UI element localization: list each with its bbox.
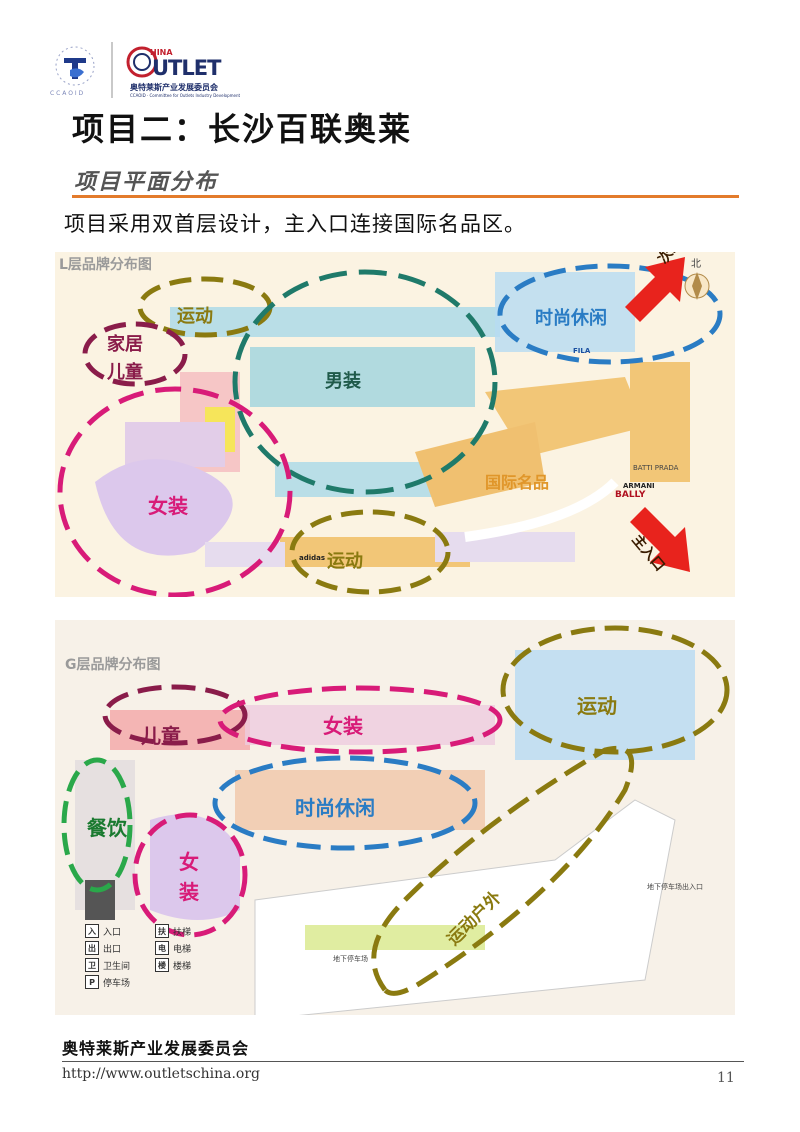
zone-label-men: 男装 [325,371,361,392]
north-label: 北 [691,259,701,270]
escalator-icon: 扶 [155,924,169,938]
parking-label: 地下停车场 [333,955,368,963]
brand-armani: ARMANI [623,482,655,490]
logo-en-text: CCAOID · Committee for Outlets Industry … [130,93,241,98]
elevator-icon: 电 [155,941,169,955]
brand-bally: BALLY [615,490,646,500]
parking-icon: P [85,975,99,989]
g-level-floor-plan-graphic [61,625,730,1015]
g-zone-label-kids: 儿童 [141,724,181,748]
intro-text: 项目采用双首层设计，主入口连接国际名品区。 [64,212,526,236]
legend-label: 电梯 [173,944,192,955]
l-level-floor-plan: L层品牌分布图 北 运动 家居 儿童 男装 时尚休闲 女装 国际名品 运动 次入… [55,252,735,597]
g-level-heading: G层品牌分布图 [65,657,161,673]
page-title: 项目二：长沙百联奥莱 [72,110,413,148]
zone-label-home: 家居 [107,334,143,355]
zone-label-sport-bottom: 运动 [327,551,363,572]
legend-row: 电电梯 [155,941,191,955]
logo-divider [111,42,113,98]
legend-label: 出口 [103,944,122,955]
page-number: 11 [717,1070,735,1086]
legend-row: 楼楼梯 [155,958,191,972]
ccaoid-logo-text: C C A O I D [50,90,84,97]
zone-label-kids: 儿童 [107,362,143,383]
zone-label-fashion: 时尚休闲 [535,308,607,329]
brand-adidas: adidas [299,554,326,562]
brand-fila-l: FILA [573,347,591,355]
g-zone-label-women-side-1: 女 [179,850,199,874]
g-zone-label-sport: 运动 [577,694,617,718]
g-zone-label-dining: 餐饮 [87,816,127,840]
map-legend-secondary: 扶扶梯 电电梯 楼楼梯 [155,924,191,975]
l-level-heading: L层品牌分布图 [59,257,152,273]
exit-icon: 出 [85,941,99,955]
legend-label: 停车场 [103,978,131,989]
legend-row: P 停车场 [85,975,130,989]
map-legend: 入入口 出出口 卫卫生间 P 停车场 [85,924,130,992]
g-zone-label-women-top: 女装 [323,714,363,738]
brand-batti-prada: BATTI PRADA [633,464,679,472]
legend-label: 入口 [103,927,122,938]
parking-exit-label: 地下停车场出入口 [647,883,703,891]
zone-label-sport-top: 运动 [177,306,213,327]
logo-super-text: HINA [150,48,173,57]
entrance-icon: 入 [85,924,99,938]
ccaoid-logo: C C A O I D [40,40,110,100]
g-zone-label-women-side-2: 装 [179,880,199,904]
restroom-icon: 卫 [85,958,99,972]
footer-url-link[interactable]: http://www.outletschina.org [62,1066,260,1082]
zone-label-luxury: 国际名品 [485,473,550,492]
legend-label: 扶梯 [173,927,192,938]
stairs-icon: 楼 [155,958,169,972]
legend-row: 卫卫生间 [85,958,130,972]
china-outlet-logo: HINA UTLET 奥特莱斯产业发展委员会 CCAOID · Committe… [120,40,240,100]
legend-row: 入入口 [85,924,130,938]
logo-cn-text: 奥特莱斯产业发展委员会 [130,83,218,92]
legend-row: 出出口 [85,941,130,955]
legend-label: 楼梯 [173,961,192,972]
zone-label-women: 女装 [148,494,188,518]
logo-brand-text: UTLET [152,56,221,80]
g-zone-label-fashion: 时尚休闲 [295,796,375,820]
legend-row: 扶扶梯 [155,924,191,938]
l-level-floor-plan-graphic [57,257,723,597]
section-title: 项目平面分布 [74,170,219,195]
footer-rule [62,1061,744,1062]
g-level-floor-plan: G层品牌分布图 儿童 女装 运动 餐饮 时尚休闲 女 装 运动户外 地下停车场 … [55,620,735,1015]
section-rule [72,195,739,198]
legend-label: 卫生间 [103,961,131,972]
footer-organization: 奥特莱斯产业发展委员会 [62,1039,250,1058]
